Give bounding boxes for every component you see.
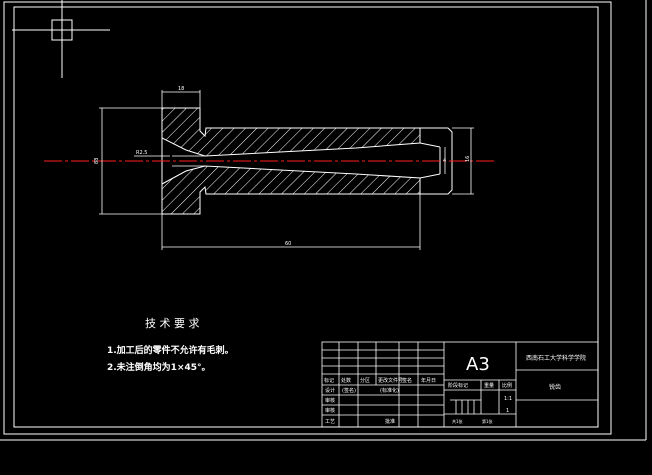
svg-text:标记: 标记 — [324, 377, 334, 384]
tech-req-item-2: 2.未注倒角均为1×45°。 — [107, 361, 211, 373]
weight-label: 重量 — [484, 382, 494, 389]
dim-top-width: 18 — [178, 86, 184, 92]
sheet-size-label: A3 — [466, 354, 490, 375]
svg-text:审核: 审核 — [325, 397, 335, 404]
tech-req-item-1: 1.加工后的零件不允许有毛刺。 — [107, 344, 234, 356]
scale-value: 1:1 — [504, 396, 512, 402]
stage-label: 阶段标记 — [448, 382, 468, 389]
inner-frame — [13, 6, 599, 428]
svg-text:批准: 批准 — [385, 418, 395, 425]
sheet-info-left: 共1张 — [452, 418, 463, 424]
dim-right-height: 16 — [465, 156, 471, 162]
svg-text:分区: 分区 — [360, 377, 370, 384]
dimensions — [99, 90, 474, 250]
crosshair-cursor-icon — [12, 0, 110, 78]
dim-radius: R2.5 — [136, 150, 147, 156]
svg-text:更改文件号: 更改文件号 — [378, 377, 403, 384]
svg-text:年月日: 年月日 — [421, 377, 436, 384]
svg-text:工艺: 工艺 — [325, 419, 335, 425]
sheet-info-right: 第1张 — [482, 418, 493, 424]
svg-text:签名: 签名 — [402, 377, 412, 384]
tech-req-title: 技 术 要 求 — [145, 317, 200, 330]
lower-hatched-region — [161, 165, 421, 215]
svg-text:处数: 处数 — [341, 377, 351, 384]
svg-text:(签名): (签名) — [342, 387, 356, 394]
svg-text:(标准化): (标准化) — [380, 387, 399, 394]
title-header-row: 标记 处数 分区 更改文件号 签名 年月日 — [324, 377, 436, 384]
dim-right-small: 4 — [443, 158, 446, 164]
outer-frame — [3, 1, 612, 435]
svg-text:审核: 审核 — [325, 407, 335, 414]
dim-total-length: 60 — [285, 241, 291, 247]
sheet-number: 1 — [506, 408, 509, 414]
scale-label: 比例 — [502, 382, 512, 389]
title-block — [321, 341, 599, 428]
upper-hatched-region — [161, 107, 421, 157]
school-name: 西南石工大学科学学院 — [526, 354, 586, 362]
part-name: 锐齿 — [549, 383, 561, 391]
svg-text:设计: 设计 — [325, 387, 335, 394]
title-data-rows: 设计 (签名) (标准化) 审核 审核 工艺 批准 — [325, 387, 399, 425]
dim-left-height: 88 — [94, 158, 100, 164]
